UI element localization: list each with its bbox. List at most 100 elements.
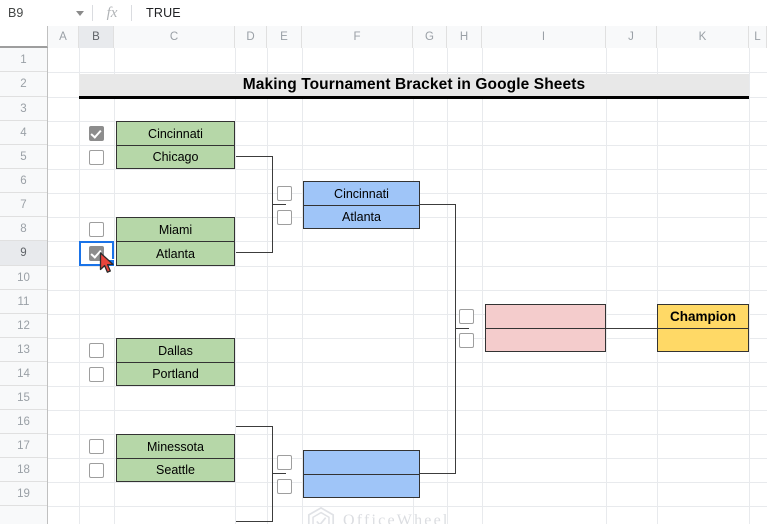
row-header-11[interactable]: 11 xyxy=(0,290,47,314)
gridline-vertical xyxy=(79,48,80,524)
team-name: Chicago xyxy=(152,150,199,164)
checkbox-round1-0[interactable] xyxy=(89,126,104,141)
team-name: Minessota xyxy=(147,439,204,454)
team-box-round1[interactable]: Cincinnati xyxy=(116,121,235,145)
team-box-round2[interactable]: Cincinnati xyxy=(303,181,420,205)
gridline-horizontal xyxy=(48,266,767,267)
row-header-15[interactable]: 15 xyxy=(0,386,47,410)
bracket-connector xyxy=(606,328,658,330)
checkbox-round2-2[interactable] xyxy=(277,455,292,470)
row-header-7[interactable]: 7 xyxy=(0,193,47,217)
watermark: OfficeWheel xyxy=(306,506,450,524)
checkbox-round1-1[interactable] xyxy=(89,150,104,165)
row-header-2[interactable]: 2 xyxy=(0,72,47,97)
bracket-connector xyxy=(420,473,456,475)
chevron-down-icon[interactable] xyxy=(76,10,84,16)
row-header-8[interactable]: 8 xyxy=(0,217,47,241)
team-name: Seattle xyxy=(156,463,195,477)
checkbox-round2-3[interactable] xyxy=(277,479,292,494)
gridline-vertical xyxy=(749,48,750,524)
select-all-corner[interactable] xyxy=(0,26,48,48)
team-box-round1[interactable]: Atlanta xyxy=(116,241,235,266)
team-box-round1[interactable]: Seattle xyxy=(116,458,235,482)
column-header-e[interactable]: E xyxy=(267,26,302,48)
checkbox-round1-7[interactable] xyxy=(89,463,104,478)
name-box-value: B9 xyxy=(8,6,24,20)
row-header-4[interactable]: 4 xyxy=(0,121,47,145)
gridline-vertical xyxy=(447,48,448,524)
column-header-c[interactable]: C xyxy=(114,26,235,48)
row-header-14[interactable]: 14 xyxy=(0,362,47,386)
gridline-horizontal xyxy=(48,169,767,170)
team-box-round1[interactable]: Portland xyxy=(116,362,235,386)
sheet-grid[interactable]: Making Tournament Bracket in Google Shee… xyxy=(48,48,767,524)
gridline-horizontal xyxy=(48,290,767,291)
divider xyxy=(131,5,132,21)
row-header-13[interactable]: 13 xyxy=(0,338,47,362)
checkbox-round3-0[interactable] xyxy=(459,309,474,324)
column-header-f[interactable]: F xyxy=(302,26,413,48)
team-box-round3[interactable] xyxy=(485,304,606,328)
column-header-k[interactable]: K xyxy=(657,26,749,48)
formula-bar: B9 fx TRUE xyxy=(0,0,767,27)
name-box[interactable]: B9 xyxy=(0,0,92,26)
team-box-round2[interactable] xyxy=(303,450,420,474)
checkbox-round1-5[interactable] xyxy=(89,367,104,382)
checkbox-round2-1[interactable] xyxy=(277,210,292,225)
gridline-horizontal xyxy=(48,362,767,363)
row-header-10[interactable]: 10 xyxy=(0,266,47,290)
team-name: Cincinnati xyxy=(334,186,389,201)
column-header-g[interactable]: G xyxy=(413,26,447,48)
gridline-vertical xyxy=(235,48,236,524)
checkbox-round2-0[interactable] xyxy=(277,186,292,201)
gridline-horizontal xyxy=(48,145,767,146)
row-header-12[interactable]: 12 xyxy=(0,314,47,338)
gridline-vertical xyxy=(482,48,483,524)
champion-box-winner[interactable] xyxy=(657,328,749,352)
team-box-round1[interactable]: Dallas xyxy=(116,338,235,362)
gridline-horizontal xyxy=(48,338,767,339)
checkbox-round1-6[interactable] xyxy=(89,439,104,454)
column-header-j[interactable]: J xyxy=(606,26,657,48)
row-header-18[interactable]: 18 xyxy=(0,458,47,482)
team-name: Miami xyxy=(158,222,193,237)
column-header-l[interactable]: L xyxy=(749,26,767,48)
row-header-19[interactable]: 19 xyxy=(0,482,47,506)
team-box-round3[interactable] xyxy=(485,328,606,352)
gridline-horizontal xyxy=(48,506,767,507)
checkbox-round1-2[interactable] xyxy=(89,222,104,237)
team-box-round1[interactable]: Chicago xyxy=(116,145,235,169)
gridline-horizontal xyxy=(48,386,767,387)
bracket-connector xyxy=(236,252,273,254)
team-box-round2[interactable] xyxy=(303,474,420,498)
checkbox-round3-1[interactable] xyxy=(459,333,474,348)
column-header-d[interactable]: D xyxy=(235,26,267,48)
row-header-5[interactable]: 5 xyxy=(0,145,47,169)
row-header-9[interactable]: 9 xyxy=(0,241,47,266)
row-header-17[interactable]: 17 xyxy=(0,434,47,458)
column-header-a[interactable]: A xyxy=(48,26,79,48)
bracket-connector xyxy=(236,156,273,158)
checkbox-round1-4[interactable] xyxy=(89,343,104,358)
champion-box-label[interactable]: Champion xyxy=(657,304,749,328)
team-box-round2[interactable]: Atlanta xyxy=(303,205,420,229)
row-header-6[interactable]: 6 xyxy=(0,169,47,193)
team-box-round1[interactable]: Miami xyxy=(116,217,235,241)
bracket-connector xyxy=(455,328,469,330)
row-header-3[interactable]: 3 xyxy=(0,97,47,121)
divider xyxy=(92,5,93,21)
gridline-horizontal xyxy=(48,410,767,411)
column-header-i[interactable]: I xyxy=(482,26,606,48)
checkbox-round1-3[interactable] xyxy=(89,246,104,261)
column-header-h[interactable]: H xyxy=(447,26,482,48)
bracket-connector xyxy=(420,204,456,206)
gridline-horizontal xyxy=(48,72,767,73)
row-header-16[interactable]: 16 xyxy=(0,410,47,434)
team-name: Dallas xyxy=(158,343,193,358)
team-box-round1[interactable]: Minessota xyxy=(116,434,235,458)
row-header-1[interactable]: 1 xyxy=(0,48,47,72)
team-name: Atlanta xyxy=(342,210,381,224)
column-header-b[interactable]: B xyxy=(79,26,114,48)
formula-input[interactable]: TRUE xyxy=(146,6,181,20)
